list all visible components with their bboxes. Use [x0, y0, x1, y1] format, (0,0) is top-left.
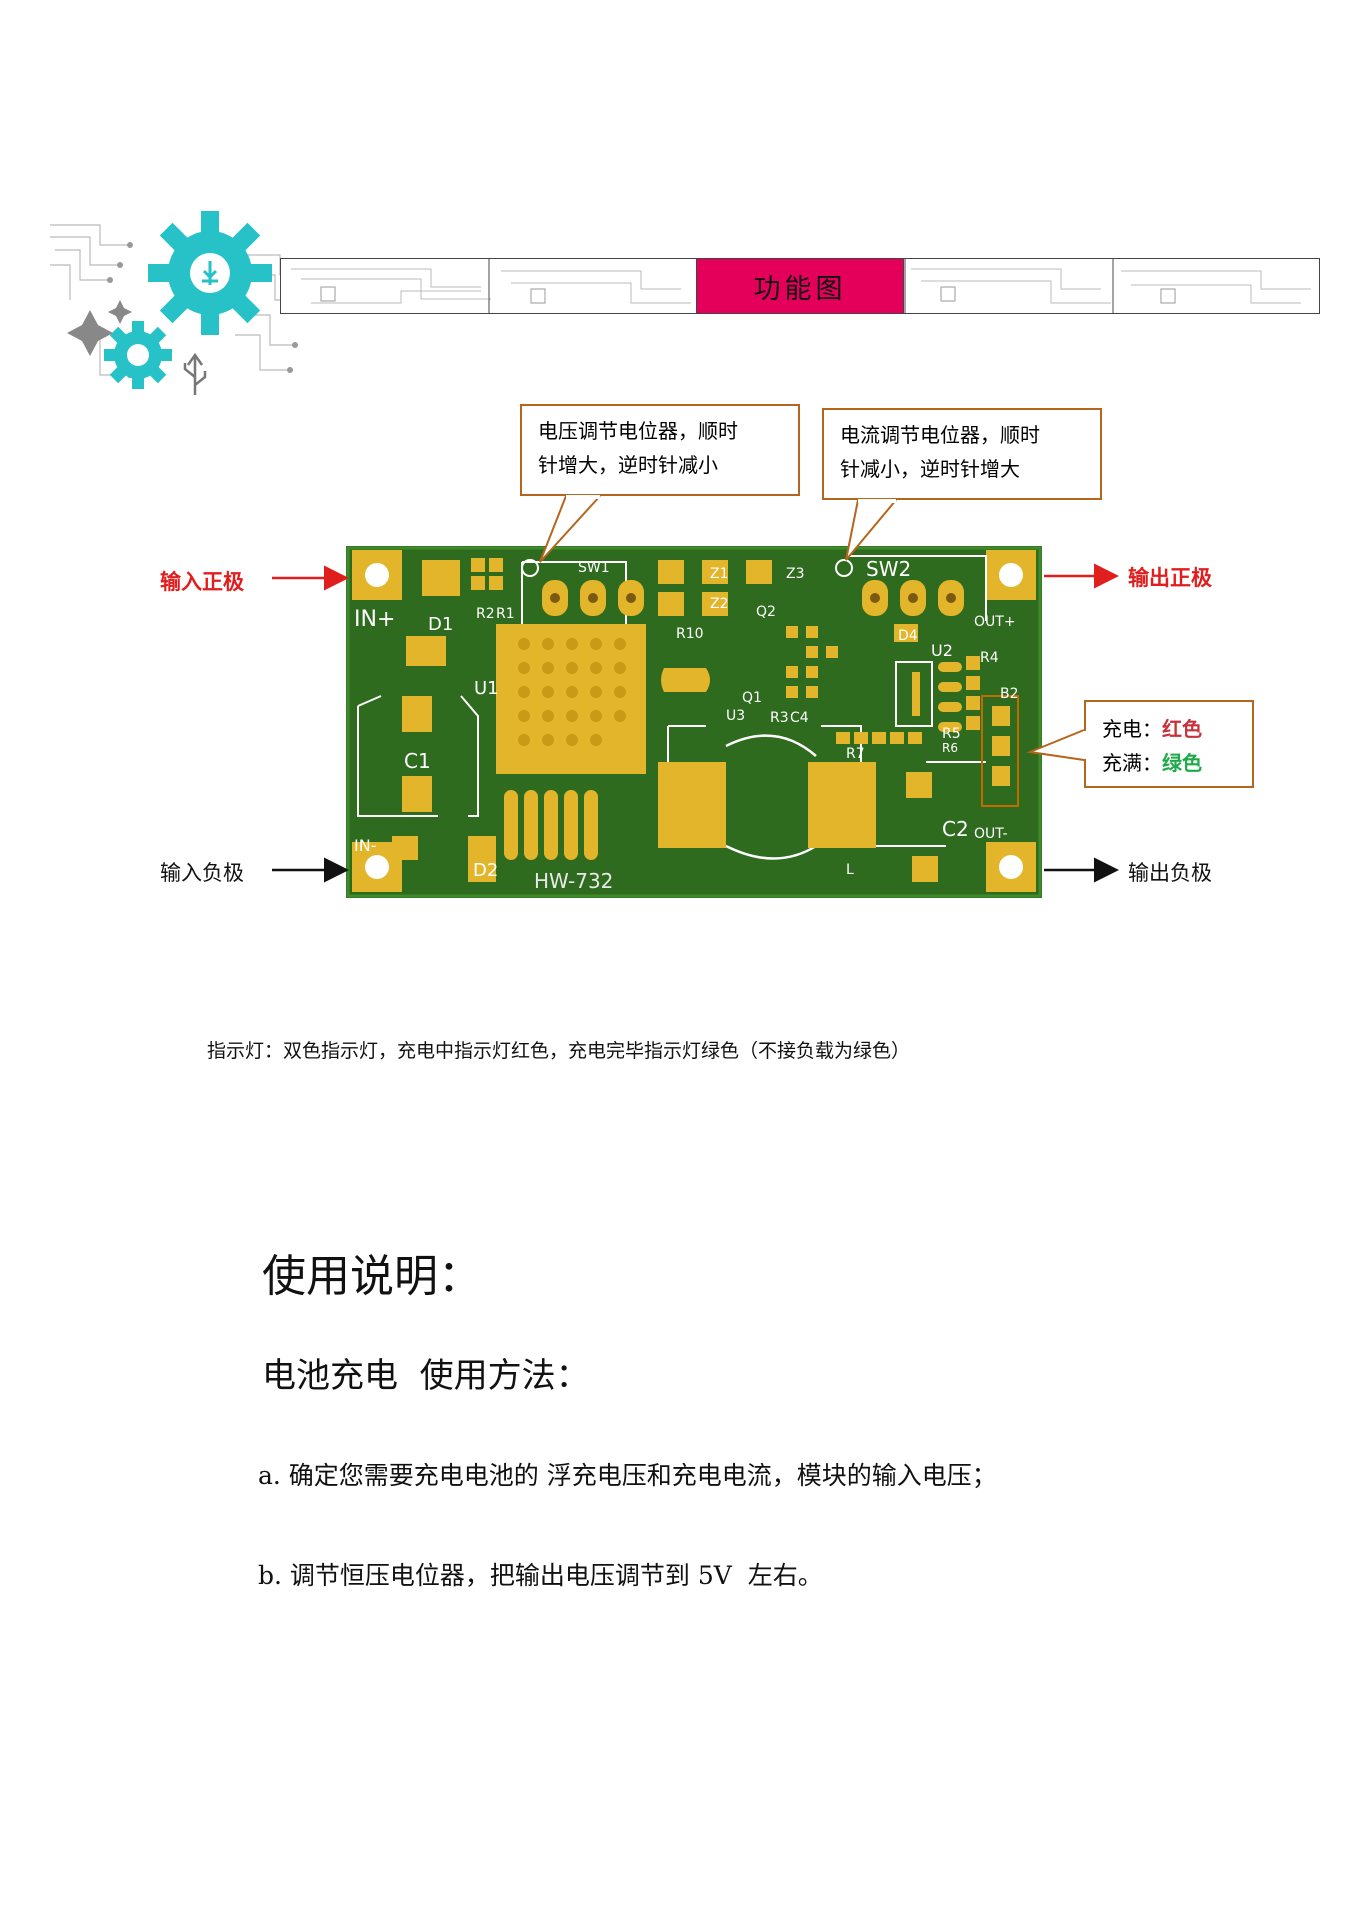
svg-text:R10: R10 [676, 626, 704, 642]
svg-text:Q1: Q1 [742, 690, 762, 706]
callout-led-status: 充电：红色 充满：绿色 [1084, 700, 1254, 788]
led-full-label: 充满： [1102, 751, 1162, 775]
svg-text:Z3: Z3 [786, 566, 805, 582]
label-output-positive: 输出正极 [1128, 566, 1212, 590]
svg-text:OUT+: OUT+ [974, 614, 1016, 630]
svg-text:OUT-: OUT- [974, 826, 1008, 842]
svg-text:D1: D1 [428, 614, 453, 635]
gear-logo-icon [50, 211, 303, 395]
led-full-value: 绿色 [1162, 751, 1202, 775]
svg-text:Z1: Z1 [710, 566, 729, 582]
section-title: 电池充电 使用方法： [262, 1356, 590, 1396]
led-charging-value: 红色 [1162, 717, 1202, 741]
svg-text:R1: R1 [496, 606, 515, 622]
svg-text:B2: B2 [1000, 686, 1019, 702]
callout-current-pot: 电流调节电位器，顺时 针减小，逆时针增大 [822, 408, 1102, 500]
banner-circuit-pattern [291, 259, 1311, 313]
usage-step-a: a. 确定您需要充电电池的 浮充电压和充电电流，模块的输入电压； [258, 1461, 997, 1490]
label-output-negative: 输出负极 [1128, 861, 1212, 885]
svg-text:R7: R7 [846, 746, 865, 762]
svg-text:D2: D2 [473, 860, 498, 881]
svg-text:HW-732: HW-732 [534, 869, 613, 893]
svg-text:U1: U1 [474, 678, 499, 699]
usage-step-b: b. 调节恒压电位器，把输出电压调节到 5V 左右。 [258, 1561, 823, 1590]
svg-text:C2: C2 [942, 817, 969, 841]
svg-text:Q2: Q2 [756, 604, 776, 620]
label-input-negative: 输入负极 [160, 861, 244, 885]
label-input-positive: 输入正极 [160, 570, 244, 594]
led-charging-row: 充电：红色 [1102, 712, 1236, 746]
led-charging-label: 充电： [1102, 717, 1162, 741]
callout-current-line-1: 电流调节电位器，顺时 [840, 423, 1040, 447]
svg-text:U3: U3 [726, 708, 745, 724]
svg-text:C1: C1 [404, 749, 431, 773]
svg-text:D4: D4 [898, 628, 918, 644]
svg-text:IN+: IN+ [354, 607, 395, 632]
svg-text:SW2: SW2 [866, 557, 911, 581]
svg-text:R6: R6 [942, 741, 958, 755]
callout-voltage-pot: 电压调节电位器，顺时 针增大，逆时针减小 [520, 404, 800, 496]
usage-title: 使用说明： [262, 1251, 482, 1302]
indicator-note: 指示灯：双色指示灯，充电中指示灯红色，充电完毕指示灯绿色（不接负载为绿色） [207, 1040, 911, 1062]
svg-text:C4: C4 [790, 710, 809, 726]
svg-text:SW1: SW1 [578, 560, 610, 576]
pcb-board: IN+ IN- OUT+ OUT- D1 D2 U1 U2 U3 C1 C2 S… [346, 546, 1042, 898]
svg-text:U2: U2 [931, 641, 953, 660]
terminal-pads [352, 550, 1036, 892]
page-title: 功能图 [696, 258, 904, 314]
svg-text:L: L [846, 862, 854, 878]
led-full-row: 充满：绿色 [1102, 746, 1236, 780]
svg-text:R2: R2 [476, 606, 495, 622]
callout-voltage-line-2: 针增大，逆时针减小 [538, 453, 718, 477]
svg-text:R3: R3 [770, 710, 789, 726]
svg-text:IN-: IN- [354, 836, 376, 855]
svg-text:R5: R5 [942, 726, 961, 742]
callout-current-line-2: 针减小，逆时针增大 [840, 457, 1020, 481]
callout-voltage-line-1: 电压调节电位器，顺时 [538, 419, 738, 443]
svg-text:Z2: Z2 [710, 596, 729, 612]
svg-text:R4: R4 [980, 650, 999, 666]
